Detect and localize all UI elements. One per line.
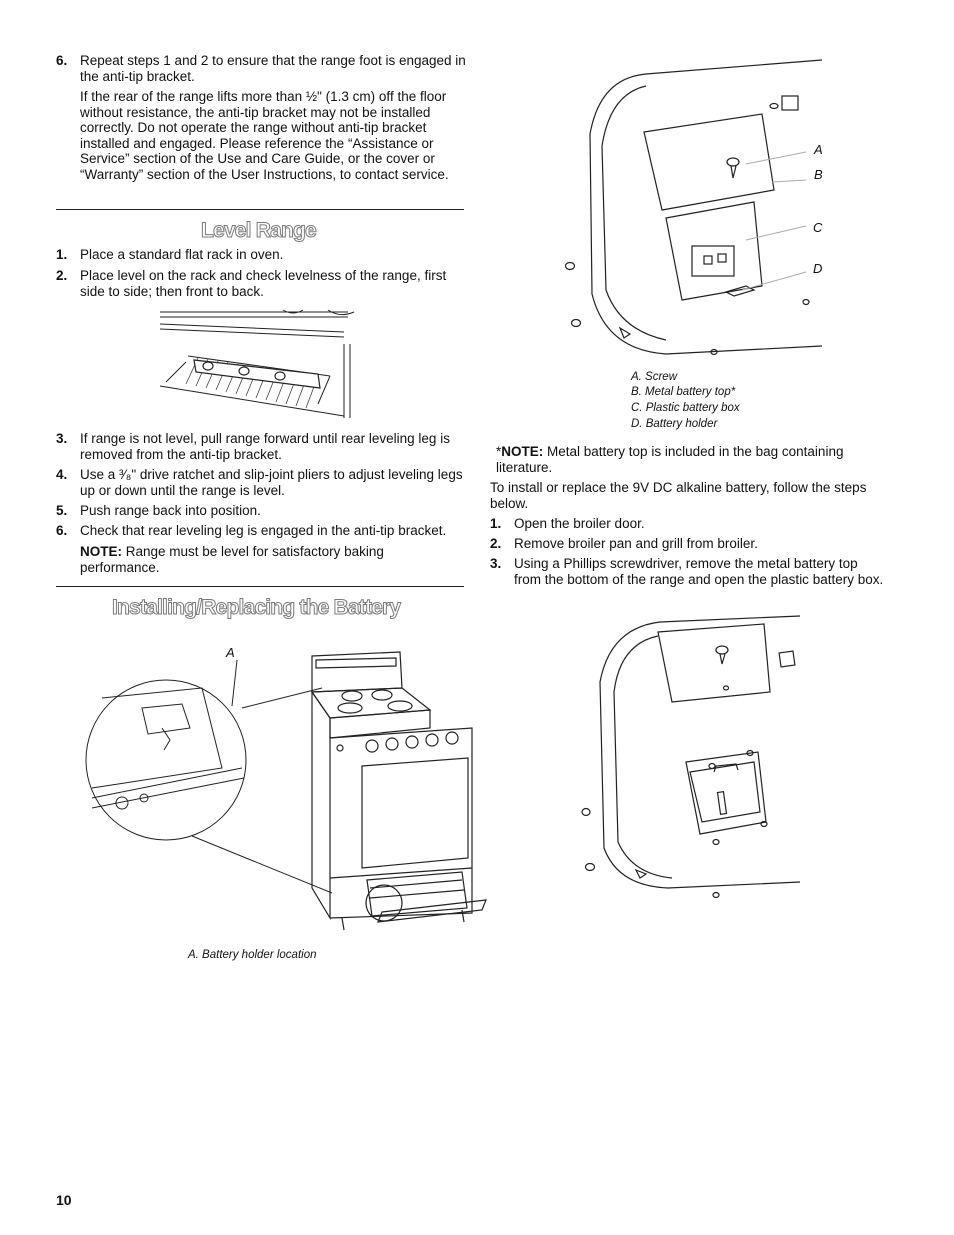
section-divider <box>56 209 464 210</box>
fig-label-d: D <box>813 261 823 276</box>
caption-metal-battery-top: B. Metal battery top* <box>631 386 736 398</box>
section-divider <box>56 586 464 587</box>
caption-screw: A. Screw <box>631 371 678 383</box>
battery-fig-label-a: A <box>226 645 235 660</box>
level-on-rack-illustration <box>159 309 355 418</box>
anti-tip-warning-paragraph: If the rear of the range lifts more than… <box>80 89 449 182</box>
range-battery-location-illustration <box>85 651 487 931</box>
page-number: 10 <box>56 1192 72 1208</box>
battery-box-open-illustration <box>564 59 823 356</box>
fig-label-b: B <box>814 167 823 182</box>
level-range-heading: Level Range <box>201 219 318 243</box>
battery-location-caption: A. Battery holder location <box>188 949 317 961</box>
battery-top-installed-illustration <box>581 615 801 899</box>
battery-top-note: *NOTE: Metal battery top is included in … <box>496 444 844 475</box>
level-note: NOTE: Range must be level for satisfacto… <box>80 544 384 575</box>
battery-heading: Installing/Replacing the Battery <box>111 596 401 620</box>
caption-battery-holder: D. Battery holder <box>631 418 718 430</box>
battery-intro: To install or replace the 9V DC alkaline… <box>490 480 867 511</box>
fig-label-a: A <box>814 142 823 157</box>
fig-label-c: C <box>813 220 823 235</box>
caption-plastic-battery-box: C. Plastic battery box <box>631 402 740 414</box>
